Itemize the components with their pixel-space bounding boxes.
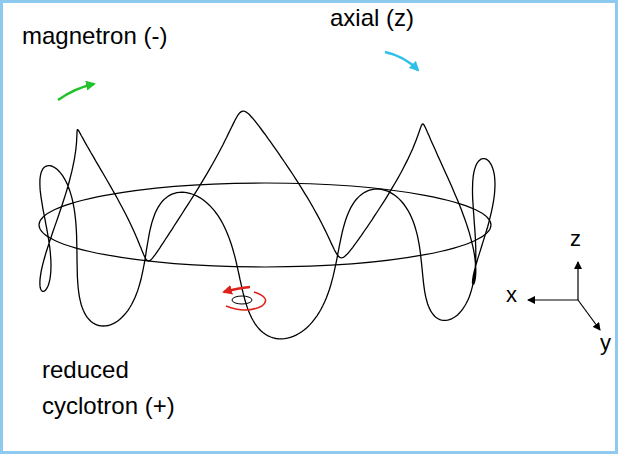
z-axis bbox=[577, 262, 578, 300]
cyclotron-label: reduced cyclotron (+) bbox=[42, 352, 207, 424]
axial-oscillation-curve bbox=[40, 111, 495, 339]
x-axis bbox=[528, 299, 578, 300]
magnetron-orbit bbox=[39, 183, 491, 267]
axis-label: x bbox=[506, 282, 517, 308]
axis-label: y bbox=[600, 330, 611, 356]
y-axis bbox=[578, 300, 600, 330]
axial-arrow bbox=[385, 52, 418, 70]
axial-label: axial (z) bbox=[330, 0, 414, 36]
magnetron-arrow bbox=[58, 84, 94, 100]
magnetron-label: magnetron (-) bbox=[22, 18, 167, 54]
cyclotron-arrow bbox=[224, 287, 250, 292]
cyclotron-loop-arc bbox=[226, 292, 266, 310]
cyclotron-loop bbox=[232, 296, 252, 304]
axis-label: z bbox=[570, 226, 581, 252]
